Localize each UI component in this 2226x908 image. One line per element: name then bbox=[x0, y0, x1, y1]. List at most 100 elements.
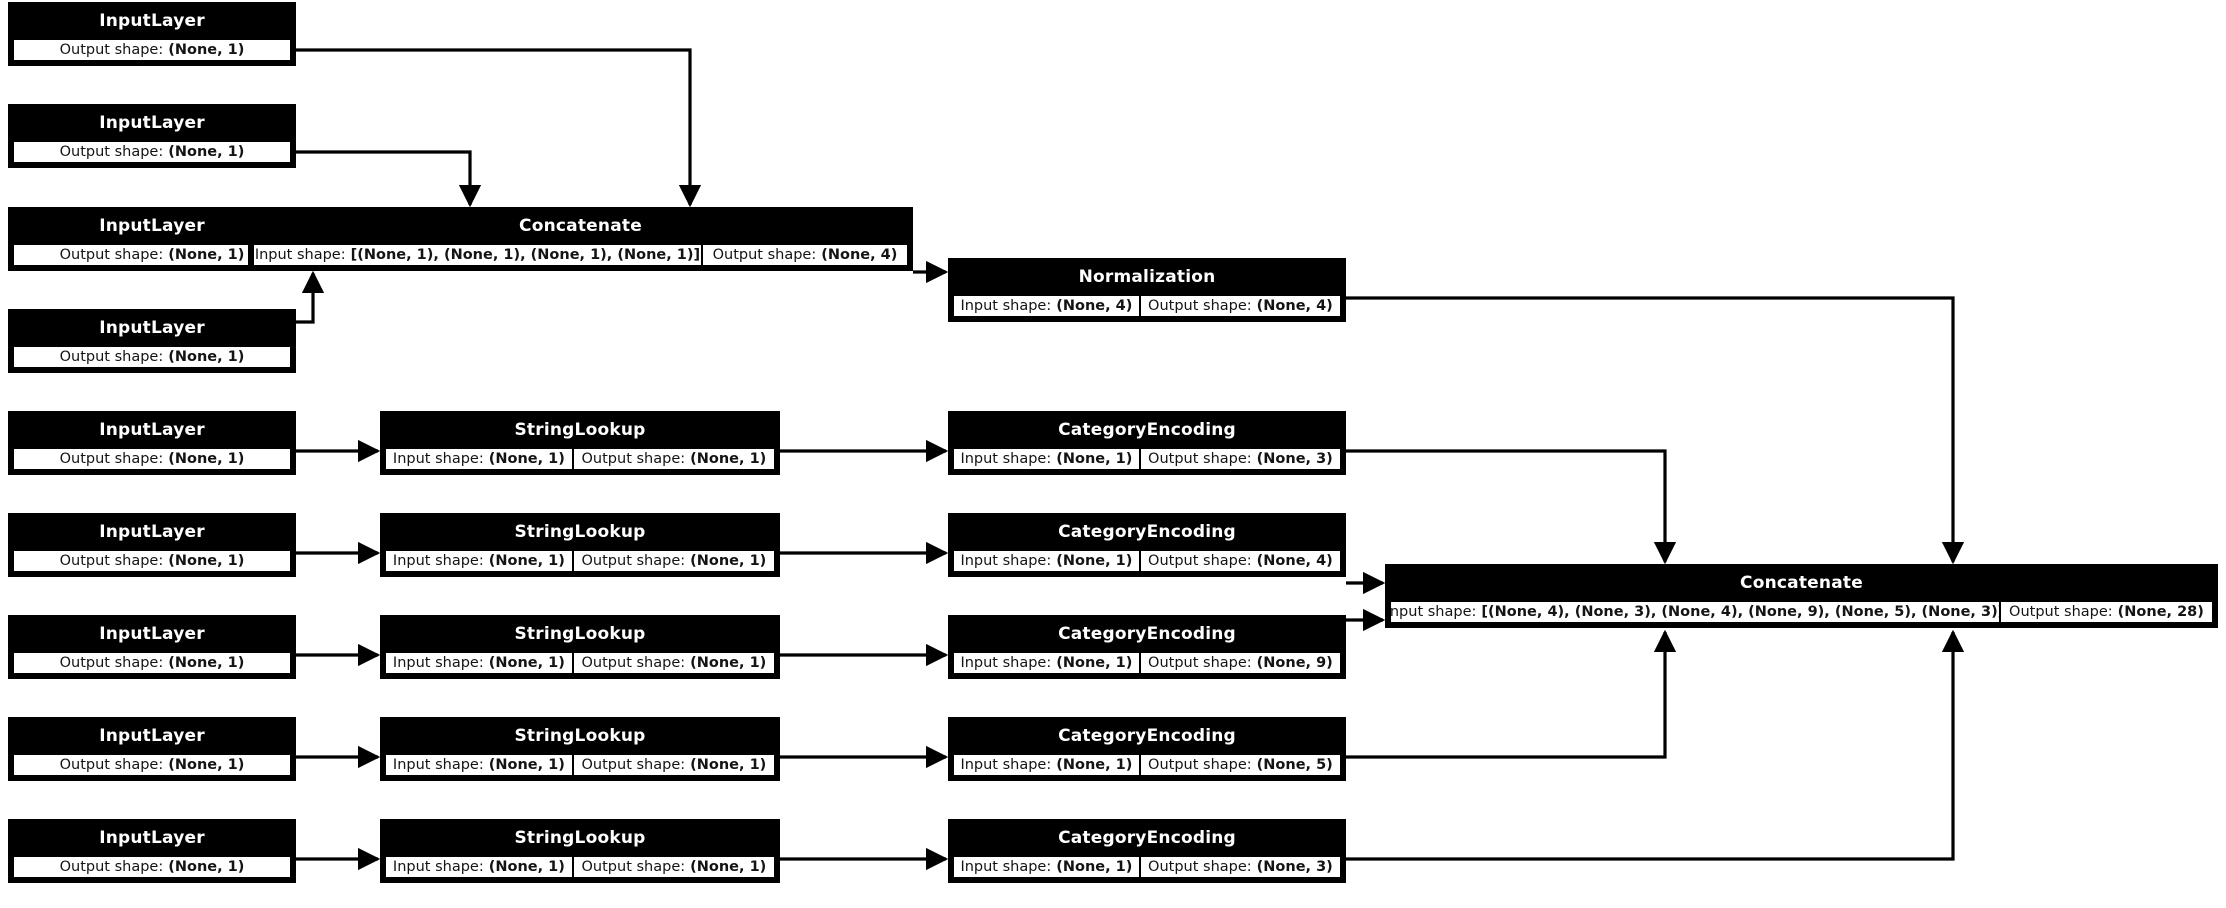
shape-value: (None, 28) bbox=[2117, 604, 2204, 620]
shape-label: Input shape: bbox=[392, 757, 484, 773]
output-shape-cell: Output shape:(None, 1) bbox=[12, 345, 292, 369]
node-title: Concatenate bbox=[519, 216, 642, 236]
node-title: CategoryEncoding bbox=[1058, 624, 1236, 644]
output-shape-cell: Output shape:(None, 4) bbox=[700, 243, 909, 267]
shape-label: Output shape: bbox=[1148, 553, 1252, 569]
shape-label: Output shape: bbox=[59, 859, 164, 875]
node-title: StringLookup bbox=[514, 828, 646, 848]
node-shape-row: Output shape:(None, 1) bbox=[12, 651, 292, 675]
node-shape-row: Input shape:(None, 4)Output shape:(None,… bbox=[952, 294, 1342, 318]
shape-label: Input shape: bbox=[960, 655, 1052, 671]
shape-value: (None, 1) bbox=[690, 859, 767, 875]
edge-encoding-5-to-concat-all bbox=[1346, 629, 1965, 861]
node-shape-row: Input shape:(None, 1)Output shape:(None,… bbox=[952, 753, 1342, 777]
input-shape-cell: Input shape:(None, 1) bbox=[384, 651, 574, 675]
shape-value: (None, 1) bbox=[488, 757, 565, 773]
node-title: Normalization bbox=[1078, 267, 1216, 287]
node-title: InputLayer bbox=[99, 624, 205, 644]
shape-label: Output shape: bbox=[1148, 859, 1252, 875]
shape-value: (None, 4) bbox=[1256, 553, 1333, 569]
node-shape-row: Input shape:(None, 1)Output shape:(None,… bbox=[384, 549, 776, 573]
shape-label: Output shape: bbox=[581, 859, 686, 875]
node-title: InputLayer bbox=[99, 216, 205, 236]
node-shape-row: Input shape:[(None, 1), (None, 1), (None… bbox=[252, 243, 909, 267]
shape-value: (None, 3) bbox=[1256, 859, 1333, 875]
edge-encoding-1-to-concat-all bbox=[1346, 449, 1677, 565]
shape-label: Output shape: bbox=[59, 451, 164, 467]
output-shape-cell: Output shape:(None, 1) bbox=[571, 651, 776, 675]
shape-label: Output shape: bbox=[1148, 655, 1252, 671]
node-title: InputLayer bbox=[99, 726, 205, 746]
input-shape-cell: Input shape:(None, 1) bbox=[952, 753, 1141, 777]
node-title: InputLayer bbox=[99, 522, 205, 542]
node-title: InputLayer bbox=[99, 113, 205, 133]
shape-label: Output shape: bbox=[581, 757, 686, 773]
node-shape-row: Input shape:(None, 1)Output shape:(None,… bbox=[384, 447, 776, 471]
shape-value: (None, 1) bbox=[488, 553, 565, 569]
node-shape-row: Input shape:(None, 1)Output shape:(None,… bbox=[384, 651, 776, 675]
output-shape-cell: Output shape:(None, 9) bbox=[1138, 651, 1342, 675]
shape-label: Output shape: bbox=[59, 247, 164, 263]
node-title: CategoryEncoding bbox=[1058, 726, 1236, 746]
input-shape-cell: Input shape:(None, 1) bbox=[384, 753, 574, 777]
node-title: InputLayer bbox=[99, 318, 205, 338]
shape-value: (None, 1) bbox=[1056, 451, 1133, 467]
shape-label: Output shape: bbox=[581, 655, 686, 671]
input-shape-cell: Input shape:(None, 1) bbox=[384, 855, 574, 879]
shape-label: Output shape: bbox=[581, 451, 686, 467]
edge-encoding-4-to-concat-all bbox=[1346, 629, 1677, 759]
shape-label: Input shape: bbox=[392, 451, 484, 467]
node-shape-row: Output shape:(None, 1) bbox=[12, 345, 292, 369]
shape-value: (None, 1) bbox=[1056, 553, 1133, 569]
shape-value: (None, 4) bbox=[1056, 298, 1133, 314]
shape-value: (None, 1) bbox=[168, 349, 245, 365]
node-shape-row: Input shape:(None, 1)Output shape:(None,… bbox=[384, 855, 776, 879]
shape-value: (None, 1) bbox=[1056, 859, 1133, 875]
shape-value: (None, 1) bbox=[168, 655, 245, 671]
shape-label: Input shape: bbox=[960, 859, 1052, 875]
shape-value: (None, 1) bbox=[488, 655, 565, 671]
output-shape-cell: Output shape:(None, 1) bbox=[12, 447, 292, 471]
output-shape-cell: Output shape:(None, 4) bbox=[1138, 549, 1342, 573]
shape-label: Input shape: bbox=[254, 247, 346, 263]
shape-value: (None, 1) bbox=[1056, 655, 1133, 671]
output-shape-cell: Output shape:(None, 1) bbox=[12, 38, 292, 62]
shape-value: (None, 1) bbox=[690, 553, 767, 569]
shape-label: Input shape: bbox=[960, 298, 1052, 314]
edge-input-2-to-concat-numeric bbox=[296, 150, 482, 208]
shape-value: (None, 4) bbox=[1256, 298, 1333, 314]
input-shape-cell: Input shape:(None, 1) bbox=[952, 549, 1141, 573]
shape-value: (None, 4) bbox=[821, 247, 898, 263]
shape-value: (None, 1) bbox=[488, 859, 565, 875]
shape-value: [(None, 1), (None, 1), (None, 1), (None,… bbox=[350, 247, 701, 263]
shape-label: Input shape: bbox=[392, 553, 484, 569]
node-title: StringLookup bbox=[514, 420, 646, 440]
shape-value: (None, 1) bbox=[168, 144, 245, 160]
shape-value: [(None, 4), (None, 3), (None, 4), (None,… bbox=[1481, 604, 2001, 620]
node-shape-row: Input shape:(None, 1)Output shape:(None,… bbox=[952, 447, 1342, 471]
shape-value: (None, 1) bbox=[168, 859, 245, 875]
node-shape-row: Output shape:(None, 1) bbox=[12, 38, 292, 62]
